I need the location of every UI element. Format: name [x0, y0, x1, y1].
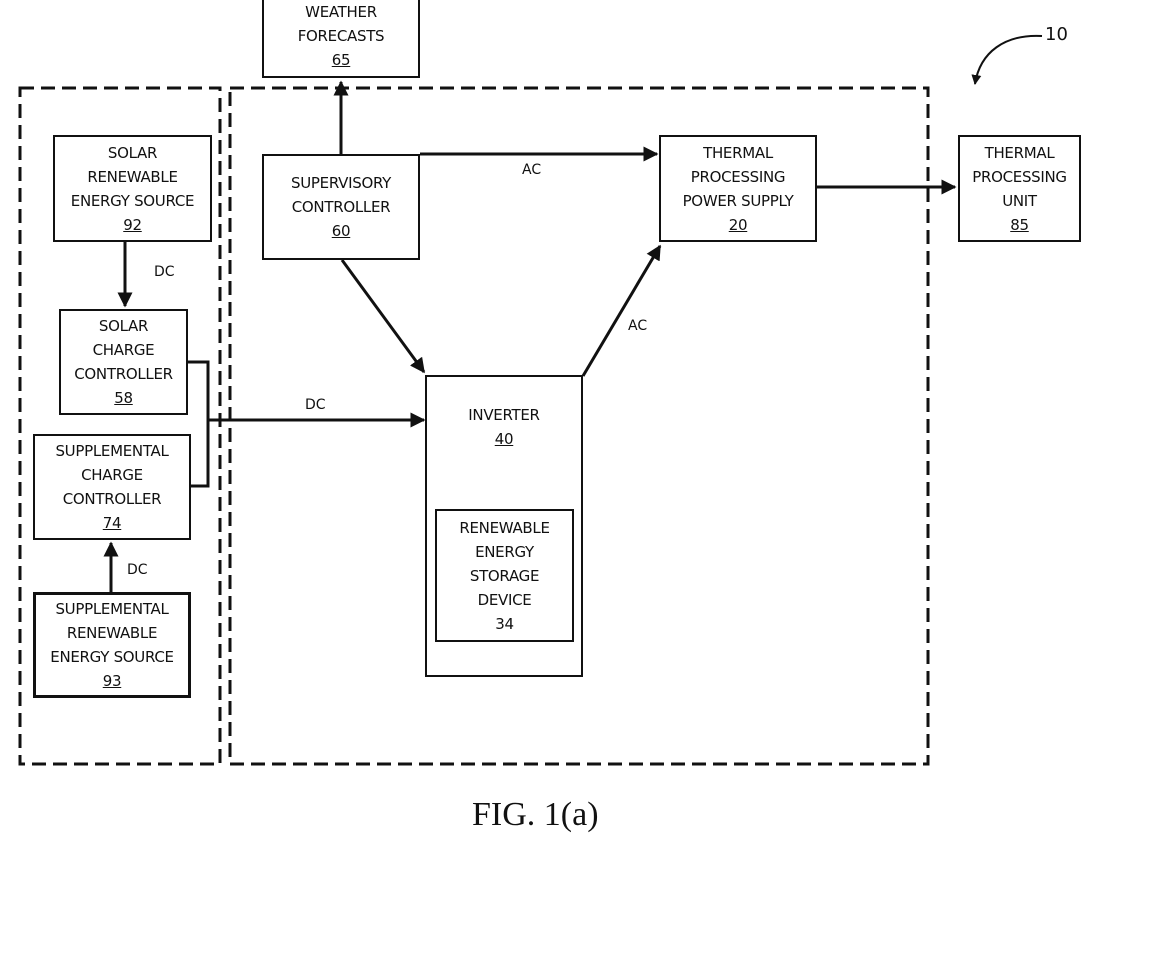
- reference-leader: [975, 36, 1042, 84]
- dc-combiner-bracket: [188, 362, 208, 486]
- block-label-line: UNIT: [1002, 189, 1037, 213]
- block-label-line: ENERGY SOURCE: [50, 645, 173, 669]
- block-label-line: WEATHER: [305, 0, 377, 24]
- block-label-line: RENEWABLE: [87, 165, 177, 189]
- block-label-line: INVERTER: [468, 403, 539, 427]
- block-label-line: STORAGE: [470, 564, 539, 588]
- block-label-line: SUPPLEMENTAL: [55, 439, 168, 463]
- reference-numeral-10: 10: [1045, 24, 1068, 45]
- block-label-line: DEVICE: [478, 588, 532, 612]
- reference-number: 65: [332, 48, 351, 72]
- renewable-energy-storage-device-block: RENEWABLE ENERGY STORAGE DEVICE 34: [435, 509, 574, 642]
- block-label-line: RENEWABLE: [459, 516, 549, 540]
- arrow-supervisory-to-inverter: [342, 260, 424, 372]
- reference-number: 58: [114, 386, 133, 410]
- block-label-line: PROCESSING: [972, 165, 1067, 189]
- block-label-line: SOLAR: [99, 314, 148, 338]
- block-label-line: CONTROLLER: [292, 195, 391, 219]
- reference-number: 93: [103, 669, 122, 693]
- block-label-line: CHARGE: [93, 338, 155, 362]
- block-label-line: CONTROLLER: [63, 487, 162, 511]
- block-label-line: ENERGY: [475, 540, 534, 564]
- reference-number: 20: [729, 213, 748, 237]
- figure-caption: FIG. 1(a): [472, 796, 599, 834]
- solar-renewable-energy-source-block: SOLAR RENEWABLE ENERGY SOURCE 92: [53, 135, 212, 242]
- arrow-inverter-to-power-supply: [583, 246, 660, 376]
- block-label-line: CHARGE: [81, 463, 143, 487]
- block-label-line: CONTROLLER: [74, 362, 173, 386]
- edge-label-ac-top: AC: [522, 162, 541, 178]
- block-label-line: THERMAL: [703, 141, 773, 165]
- supplemental-renewable-energy-source-block: SUPPLEMENTAL RENEWABLE ENERGY SOURCE 93: [33, 592, 191, 698]
- block-label-line: POWER SUPPLY: [683, 189, 794, 213]
- block-label-line: THERMAL: [985, 141, 1055, 165]
- block-label-line: FORECASTS: [298, 24, 385, 48]
- supplemental-charge-controller-block: SUPPLEMENTAL CHARGE CONTROLLER 74: [33, 434, 191, 540]
- solar-charge-controller-block: SOLAR CHARGE CONTROLLER 58: [59, 309, 188, 415]
- reference-number: 74: [103, 511, 122, 535]
- reference-number: 85: [1010, 213, 1029, 237]
- reference-number: 60: [332, 219, 351, 243]
- thermal-processing-unit-block: THERMAL PROCESSING UNIT 85: [958, 135, 1081, 242]
- reference-number: 40: [495, 427, 514, 451]
- block-label-line: ENERGY SOURCE: [71, 189, 194, 213]
- block-label-line: SUPPLEMENTAL: [55, 597, 168, 621]
- edge-label-dc-solar: DC: [154, 264, 175, 280]
- reference-number: 92: [123, 213, 142, 237]
- block-label-line: RENEWABLE: [67, 621, 157, 645]
- block-label-line: SUPERVISORY: [291, 171, 391, 195]
- supervisory-controller-block: SUPERVISORY CONTROLLER 60: [262, 154, 420, 260]
- edge-label-dc-supp: DC: [127, 562, 148, 578]
- block-label-line: SOLAR: [108, 141, 157, 165]
- reference-number: 34: [495, 612, 514, 636]
- edge-label-dc-main: DC: [305, 397, 326, 413]
- weather-forecasts-block: WEATHER FORECASTS 65: [262, 0, 420, 78]
- block-label-line: PROCESSING: [691, 165, 786, 189]
- edge-label-ac-inverter: AC: [628, 318, 647, 334]
- thermal-processing-power-supply-block: THERMAL PROCESSING POWER SUPPLY 20: [659, 135, 817, 242]
